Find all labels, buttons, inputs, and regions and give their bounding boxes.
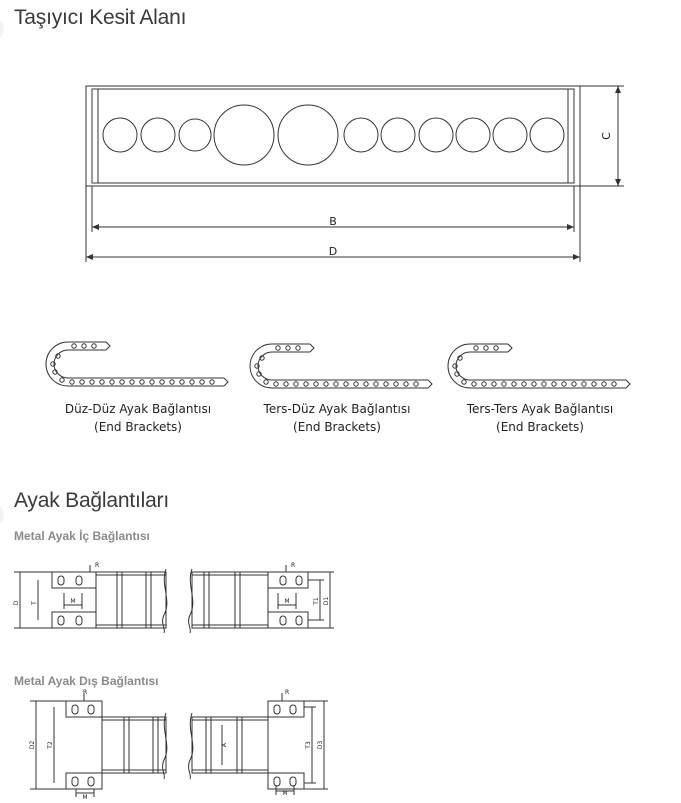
outer-mount-drawing: R R M M D2 T2 A T3 D3: [29, 689, 328, 801]
dim-label-d1: D1: [323, 597, 330, 606]
section-title-cross: Taşıyıcı Kesit Alanı: [14, 6, 187, 29]
dim-label-t1: T1: [313, 597, 320, 606]
heading-bullet: [0, 18, 4, 40]
cable-circle: [492, 117, 528, 153]
dim-label-r: R: [285, 689, 289, 696]
bracket-name: Ters-Ters Ayak Bağlantısı: [466, 402, 614, 416]
section-title-mount: Ayak Bağlantıları: [14, 489, 169, 512]
bracket-name: Düz-Düz Ayak Bağlantısı: [64, 402, 212, 416]
cable-circle: [343, 117, 379, 153]
dim-label-r: R: [291, 562, 295, 569]
dim-label-b: B: [329, 215, 337, 228]
cable-circle: [213, 104, 275, 166]
cable-circle: [455, 117, 491, 153]
dim-label-m: M: [70, 598, 75, 605]
dim-label-d3: D3: [317, 741, 324, 750]
cable-circle: [277, 104, 339, 166]
cable-circle: [178, 118, 212, 152]
bracket-caption-2: Ters-Düz Ayak Bağlantısı (End Brackets): [227, 400, 447, 436]
subtitle-inner-mount: Metal Ayak İç Bağlantısı: [14, 529, 150, 543]
cable-circle: [102, 117, 138, 153]
dim-label-t: T: [31, 601, 38, 606]
dim-label-m: M: [284, 598, 289, 605]
dim-label-m: M: [282, 790, 287, 797]
bracket-caption-1: Düz-Düz Ayak Bağlantısı (End Brackets): [28, 400, 248, 436]
frame-inner: [91, 88, 575, 184]
dim-label-m: M: [82, 794, 87, 801]
dim-label-d: D: [329, 245, 337, 258]
bracket-sub: (End Brackets): [94, 420, 182, 434]
bracket-sub: (End Brackets): [496, 420, 584, 434]
frame-outer: [85, 85, 581, 187]
dim-label-a: A: [221, 742, 228, 747]
dim-label-t2: T2: [47, 741, 54, 750]
bracket-name: Ters-Düz Ayak Bağlantısı: [263, 402, 411, 416]
cable-circle: [418, 117, 454, 153]
dim-label-t3: T3: [305, 741, 312, 750]
cable-circles: [102, 104, 565, 166]
dim-label-r: R: [95, 562, 99, 569]
dim-label-d2: D2: [29, 741, 36, 750]
dim-label-r: R: [83, 689, 87, 696]
inner-mount-drawing: R R M M D T T1 D1: [13, 562, 334, 634]
chain-ters-ters: [447, 343, 631, 389]
heading-bullet: [0, 504, 4, 526]
bracket-sub: (End Brackets): [293, 420, 381, 434]
chain-duz-duz: [45, 341, 229, 387]
chain-ters-duz: [249, 343, 433, 389]
cable-circle: [529, 117, 565, 153]
bracket-chain-drawing: [45, 341, 631, 389]
cable-circle: [140, 117, 176, 153]
dim-label-d: D: [13, 600, 20, 605]
subtitle-outer-mount: Metal Ayak Dış Bağlantısı: [14, 674, 159, 688]
cable-circle: [380, 117, 416, 153]
bracket-caption-3: Ters-Ters Ayak Bağlantısı (End Brackets): [430, 400, 650, 436]
cross-section-drawing: C B D: [85, 85, 624, 262]
dim-label-c: C: [600, 132, 613, 140]
